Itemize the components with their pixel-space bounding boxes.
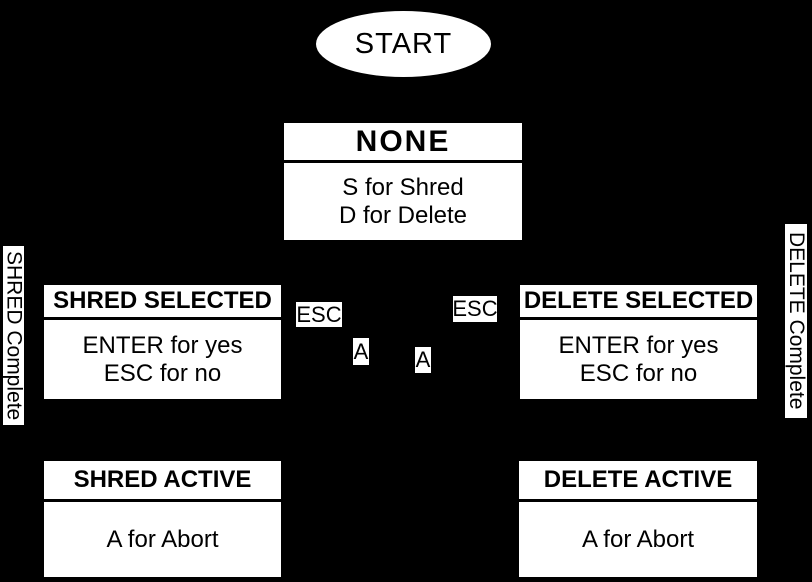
state-body-line: ESC for no <box>579 359 698 387</box>
state-node-delete-selected: DELETE SELECTED ENTER for yes ESC for no <box>520 285 757 399</box>
title-separator-line <box>520 317 757 320</box>
state-title-shred-selected: SHRED SELECTED <box>53 287 272 314</box>
state-body-line: A for Abort <box>581 525 695 553</box>
edge-label-esc-right: ESC <box>452 296 498 322</box>
state-body-line: ESC for no <box>103 359 222 387</box>
state-node-shred-selected: SHRED SELECTED ENTER for yes ESC for no <box>44 285 281 399</box>
edge-label-esc-left: ESC <box>296 301 342 327</box>
start-node: START <box>316 11 491 77</box>
state-body-delete-selected: ENTER for yes ESC for no <box>520 320 757 399</box>
state-title-none: NONE <box>355 124 451 158</box>
state-body-shred-active: A for Abort <box>44 502 281 577</box>
start-node-label: START <box>354 27 453 60</box>
edge-label-delete-complete: DELETE Complete <box>785 224 808 418</box>
edge-label-shred-complete: SHRED Complete <box>3 246 26 425</box>
title-separator-line <box>519 499 757 502</box>
state-title-shred-active: SHRED ACTIVE <box>73 466 252 493</box>
title-separator-line <box>44 317 281 320</box>
state-title-delete-selected: DELETE SELECTED <box>523 287 754 314</box>
edge-label-abort-left: A <box>353 338 369 365</box>
title-separator-line <box>284 160 522 163</box>
edge-label-abort-right: A <box>415 347 431 373</box>
title-separator-line <box>44 499 281 502</box>
state-node-none: NONE S for Shred D for Delete <box>284 123 522 240</box>
state-body-line: A for Abort <box>106 525 219 553</box>
state-node-shred-active: SHRED ACTIVE A for Abort <box>44 461 281 577</box>
state-node-delete-active: DELETE ACTIVE A for Abort <box>519 461 757 577</box>
state-body-line: D for Delete <box>338 201 468 229</box>
state-body-line: S for Shred <box>342 173 464 201</box>
state-body-delete-active: A for Abort <box>519 502 757 577</box>
state-body-line: ENTER for yes <box>82 331 243 359</box>
state-body-shred-selected: ENTER for yes ESC for no <box>44 320 281 399</box>
state-body-none: S for Shred D for Delete <box>284 163 522 240</box>
state-title-delete-active: DELETE ACTIVE <box>543 466 733 493</box>
state-body-line: ENTER for yes <box>558 331 719 359</box>
